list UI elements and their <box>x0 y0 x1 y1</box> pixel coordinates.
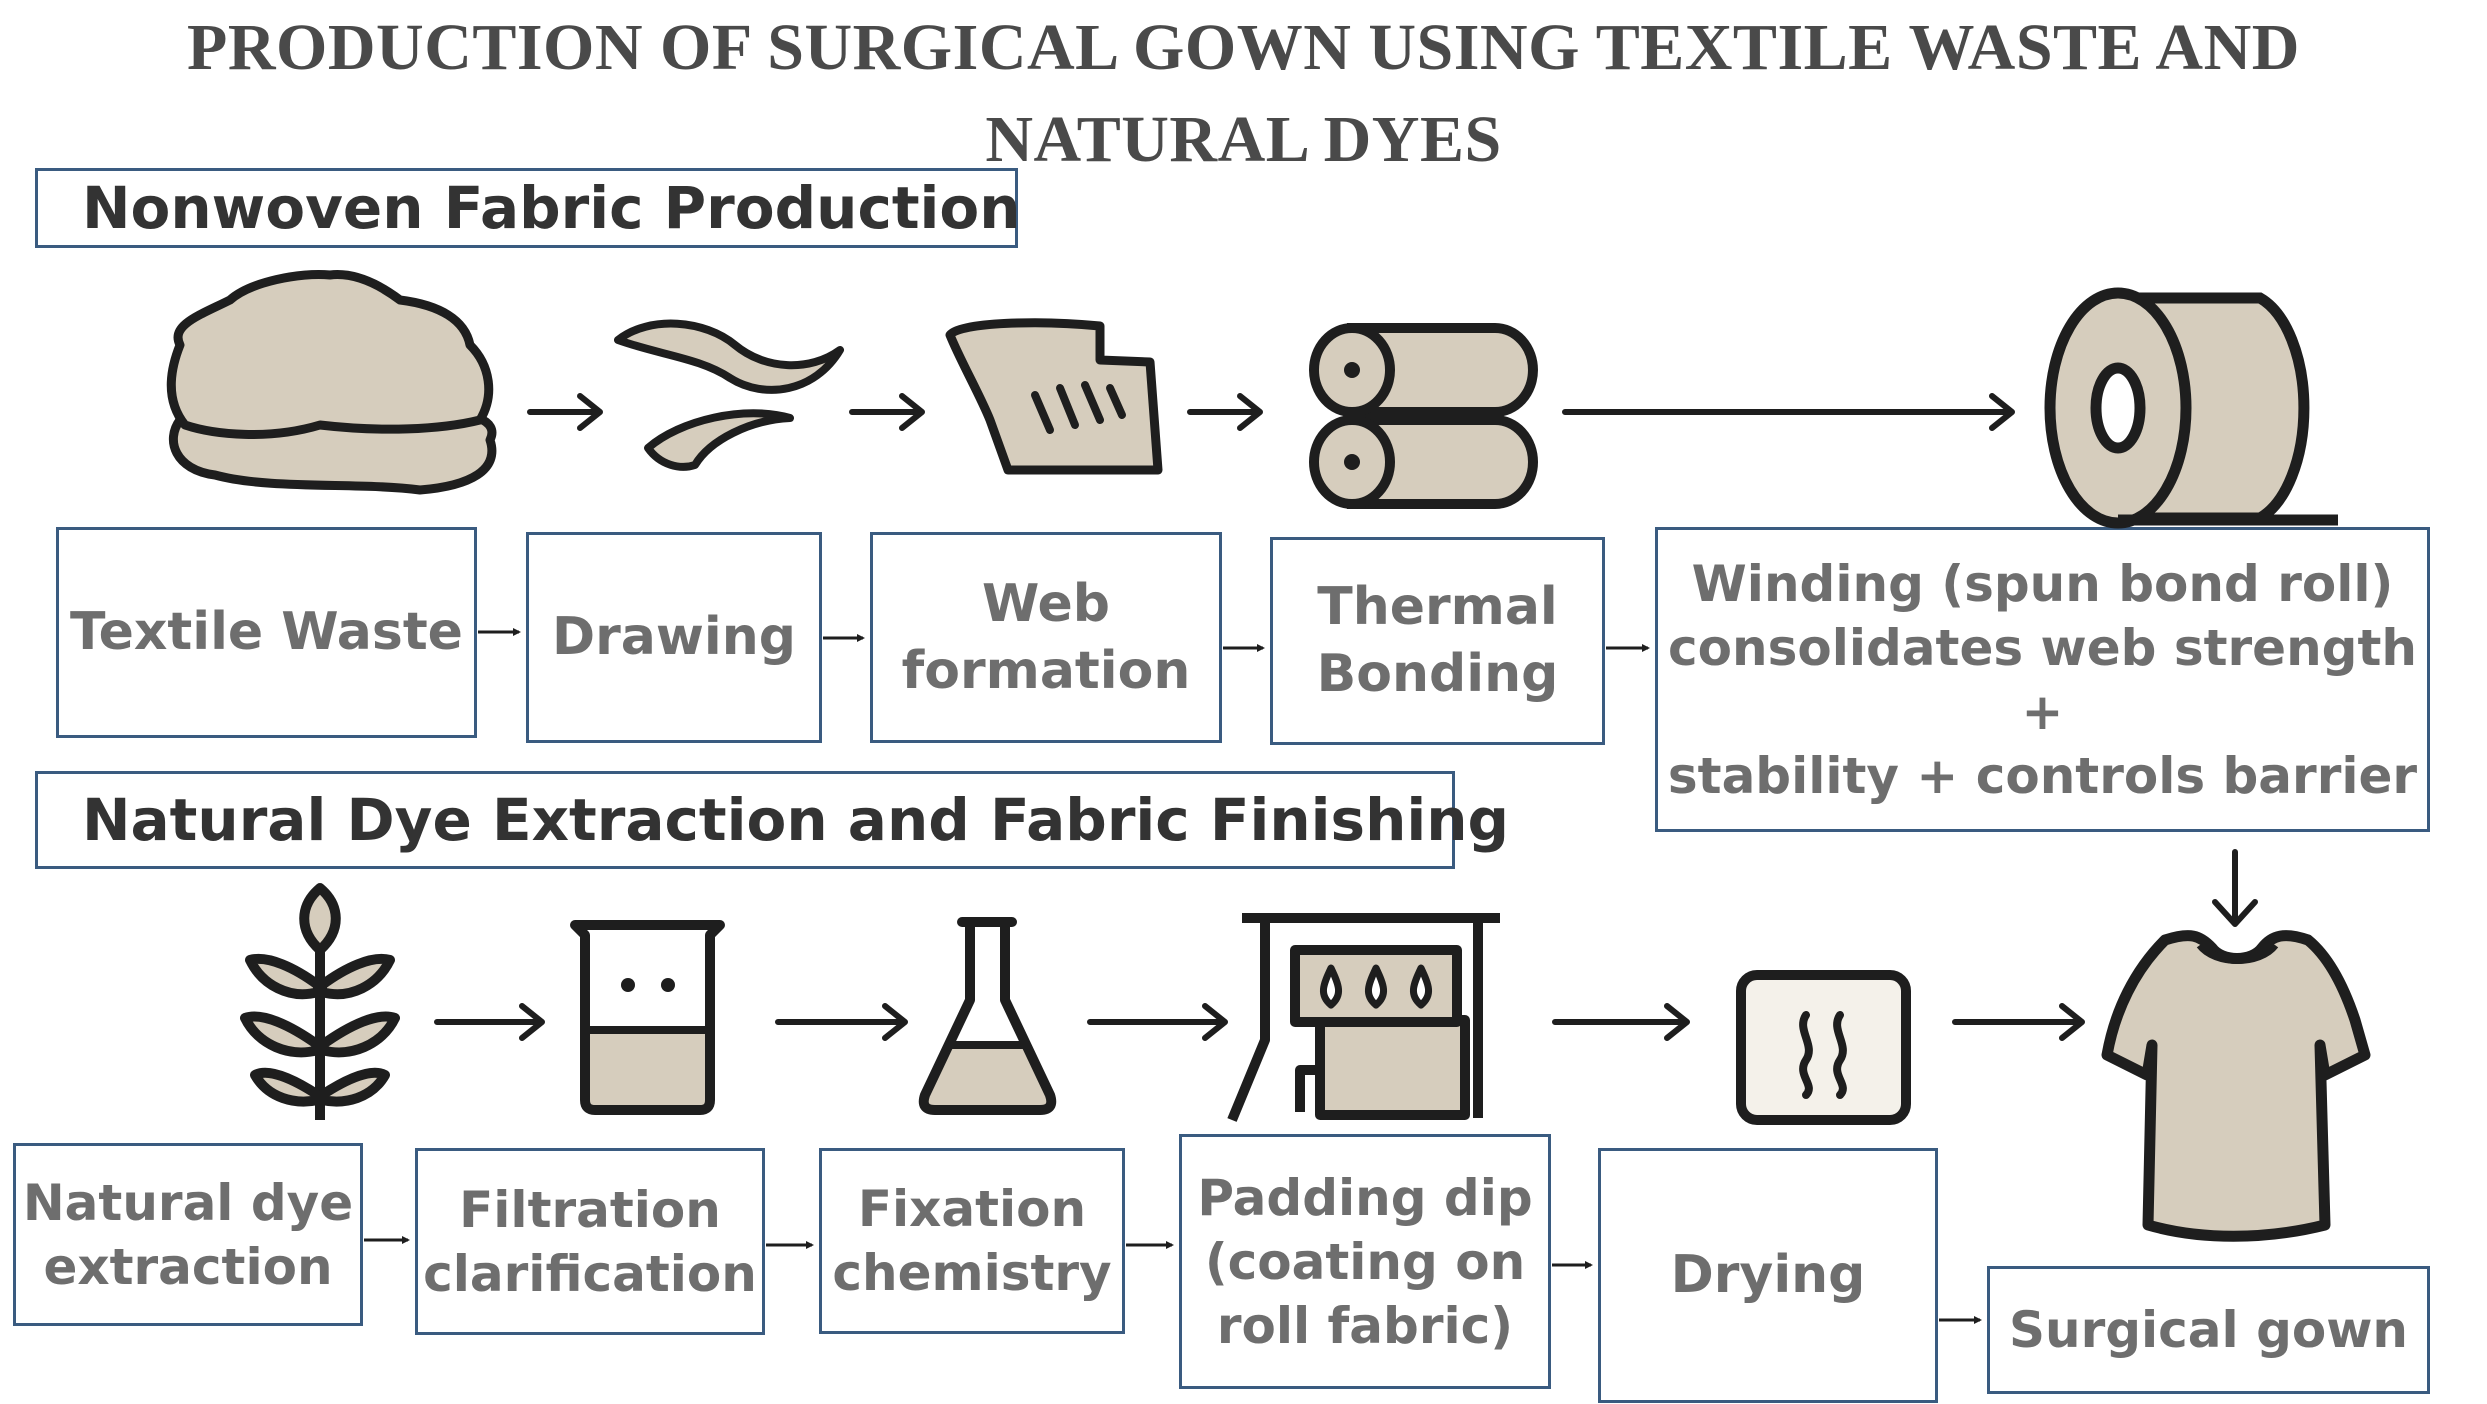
step-label-line: Thermal <box>1317 577 1558 638</box>
step-box-textile-waste: Textile Waste <box>56 527 477 738</box>
drying-heat-icon <box>1736 970 1911 1125</box>
step-box-fixation: Fixation chemistry <box>819 1148 1125 1334</box>
section-header-dye: Natural Dye Extraction and Fabric Finish… <box>35 771 1509 869</box>
arrow-icon-6 <box>775 1003 908 1041</box>
section-title-dye: Natural Dye Extraction and Fabric Finish… <box>82 786 1510 854</box>
textile-waste-icon <box>166 270 497 495</box>
gown-icon <box>2101 930 2371 1242</box>
arrow-icon-2 <box>849 393 925 431</box>
step-label-line: Natural dye <box>22 1173 354 1232</box>
plant-icon <box>240 883 400 1120</box>
fabric-roll-icon <box>2044 287 2338 529</box>
step-label-line: Drawing <box>551 607 796 668</box>
step-box-drawing: Drawing <box>526 532 822 743</box>
step-label-line: Fixation <box>857 1180 1087 1238</box>
step-box-filtration: Filtration clarification <box>415 1148 765 1335</box>
beaker-icon <box>570 920 725 1115</box>
step-label-line: Web <box>982 573 1110 634</box>
step-label-line: roll fabric) <box>1216 1296 1514 1355</box>
section-header-nonwoven: Nonwoven Fabric Production <box>35 168 1021 248</box>
arrow-icon-7 <box>1087 1003 1228 1041</box>
web-sheet-icon <box>945 318 1163 475</box>
step-label-line: Filtration <box>459 1180 721 1239</box>
step-label-line: Surgical gown <box>2008 1301 2409 1359</box>
step-box-surgical-gown: Surgical gown <box>1987 1266 2430 1394</box>
step-box-drying: Drying <box>1598 1148 1938 1403</box>
page-title: PRODUCTION OF SURGICAL GOWN USING TEXTIL… <box>0 2 2487 186</box>
bottom-icon-arrows <box>434 849 2258 1041</box>
step-label-line: Winding (spun bond roll) <box>1691 554 2394 613</box>
step-label-line: Textile Waste <box>70 602 463 663</box>
box-connectors <box>364 628 1982 1324</box>
padding-tank-icon <box>1227 913 1500 1122</box>
arrow-icon-9 <box>1952 1003 2085 1041</box>
step-label-line: Drying <box>1670 1245 1866 1306</box>
step-label-line: (coating on <box>1204 1232 1526 1291</box>
arrow-icon-3 <box>1187 393 1263 431</box>
step-label-line: consolidates web strength + <box>1668 618 2417 741</box>
arrow-icon-1 <box>527 393 603 431</box>
step-box-winding: Winding (spun bond roll) consolidates we… <box>1655 527 2430 832</box>
step-label-line: Bonding <box>1316 644 1559 704</box>
arrow-down-to-gown <box>2212 849 2258 927</box>
arrow-icon-4 <box>1562 393 2015 431</box>
step-label-line: stability + controls barrier <box>1667 746 2418 805</box>
title-line-1: PRODUCTION OF SURGICAL GOWN USING TEXTIL… <box>187 11 2300 84</box>
step-box-padding-dip: Padding dip (coating on roll fabric) <box>1179 1134 1551 1389</box>
top-icon-arrows <box>527 393 2015 431</box>
thermal-rollers-icon <box>1309 323 1538 509</box>
step-box-dye-extraction: Natural dye extraction <box>13 1143 363 1326</box>
step-label-line: clarification <box>423 1244 757 1303</box>
step-box-web-formation: Web formation <box>870 532 1222 743</box>
title-line-2: NATURAL DYES <box>985 103 1502 176</box>
step-label-line: chemistry <box>832 1244 1112 1302</box>
flask-icon <box>918 917 1057 1115</box>
step-label-line: Padding dip <box>1197 1168 1533 1227</box>
arrow-icon-5 <box>434 1003 545 1041</box>
step-label-line: formation <box>901 640 1191 701</box>
section-title-nonwoven: Nonwoven Fabric Production <box>82 174 1021 242</box>
step-label-line: extraction <box>43 1237 333 1296</box>
fibers-icon <box>614 319 844 471</box>
step-box-thermal-bonding: Thermal Bonding <box>1270 537 1605 745</box>
arrow-icon-8 <box>1552 1003 1690 1041</box>
